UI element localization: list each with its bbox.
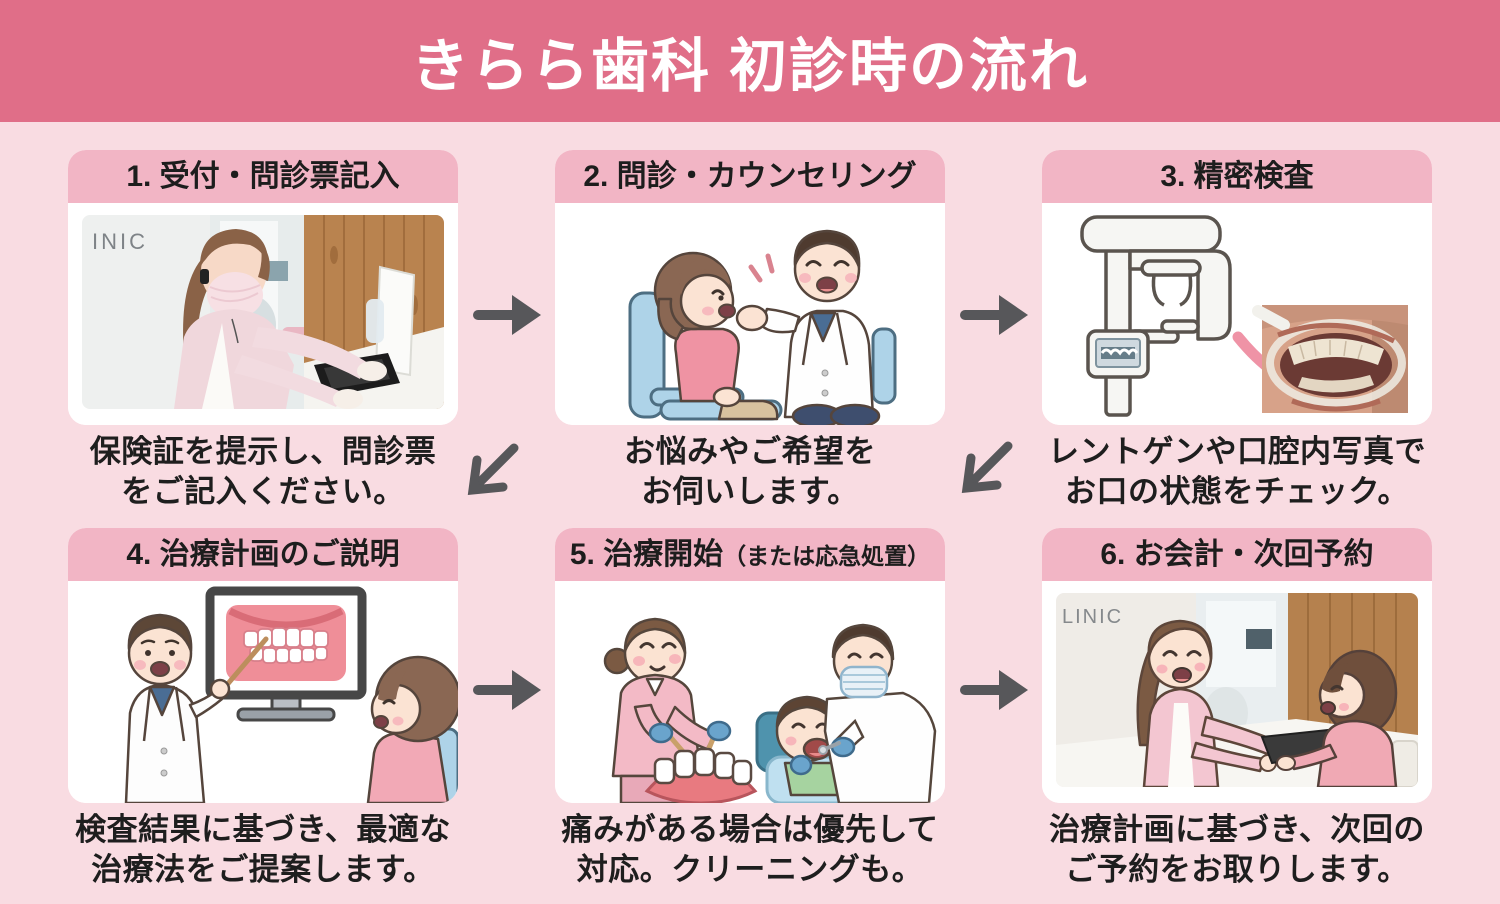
- step-1-caption: 保険証を提示し、問診票 をご記入ください。: [89, 434, 437, 509]
- step-5-header: 5. 治療開始（または応急処置）: [555, 528, 945, 581]
- arrow-down-left-icon: [956, 436, 1018, 500]
- arrow-right-icon: [470, 292, 544, 338]
- step-6-title: 6. お会計・次回予約: [1100, 538, 1374, 571]
- page-title: きらら歯科 初診時の流れ: [410, 34, 1090, 99]
- step-2-header: 2. 問診・カウンセリング: [555, 150, 945, 203]
- checkout-illustration: LINIC: [1056, 593, 1418, 787]
- step-3-caption: レントゲンや口腔内写真で お口の状態をチェック。: [1048, 434, 1426, 509]
- step-5-title: 5. 治療開始: [569, 538, 724, 571]
- step-card-6: 6. お会計・次回予約 LINIC: [1042, 528, 1432, 803]
- step-6-caption: 治療計画に基づき、次回の ご予約をお取りします。: [1049, 812, 1425, 887]
- intraoral-photo: [1252, 305, 1408, 413]
- step-4-title: 4. 治療計画のご説明: [126, 538, 400, 571]
- clinic-sign-text: LINIC: [1062, 606, 1123, 628]
- step-card-2: 2. 問診・カウンセリング: [555, 150, 945, 425]
- step-2-caption: お悩みやご希望を お伺いします。: [624, 434, 876, 509]
- step-card-3: 3. 精密検査: [1042, 150, 1432, 425]
- step-6-header: 6. お会計・次回予約: [1042, 528, 1432, 581]
- step-5-title-note: （または応急処置）: [723, 543, 931, 569]
- step-4-header: 4. 治療計画のご説明: [68, 528, 458, 581]
- clinic-sign-text: INIC: [92, 229, 148, 254]
- step-3-header: 3. 精密検査: [1042, 150, 1432, 203]
- xray-and-intraoral-photo: [1042, 203, 1432, 425]
- page-title-banner: きらら歯科 初診時の流れ: [0, 0, 1500, 122]
- arrow-down-left-icon: [462, 438, 524, 502]
- treatment-plan-illustration: [68, 581, 458, 803]
- step-1-title: 1. 受付・問診票記入: [126, 160, 400, 193]
- arrow-right-icon: [957, 292, 1031, 338]
- reception-counter-photo: INIC: [82, 215, 444, 409]
- step-2-title: 2. 問診・カウンセリング: [583, 160, 917, 193]
- step-4-caption: 検査結果に基づき、最適な 治療法をご提案します。: [75, 812, 451, 887]
- step-5-caption: 痛みがある場合は優先して 対応。クリーニングも。: [561, 812, 939, 887]
- step-1-header: 1. 受付・問診票記入: [68, 150, 458, 203]
- step-3-title: 3. 精密検査: [1160, 160, 1314, 193]
- step-card-5: 5. 治療開始（または応急処置）: [555, 528, 945, 803]
- step-card-1: 1. 受付・問診票記入: [68, 150, 458, 425]
- arrow-right-icon: [470, 667, 544, 713]
- arrow-right-icon: [957, 667, 1031, 713]
- step-card-4: 4. 治療計画のご説明: [68, 528, 458, 803]
- counseling-illustration: [555, 203, 945, 425]
- treatment-start-illustration: [555, 581, 945, 803]
